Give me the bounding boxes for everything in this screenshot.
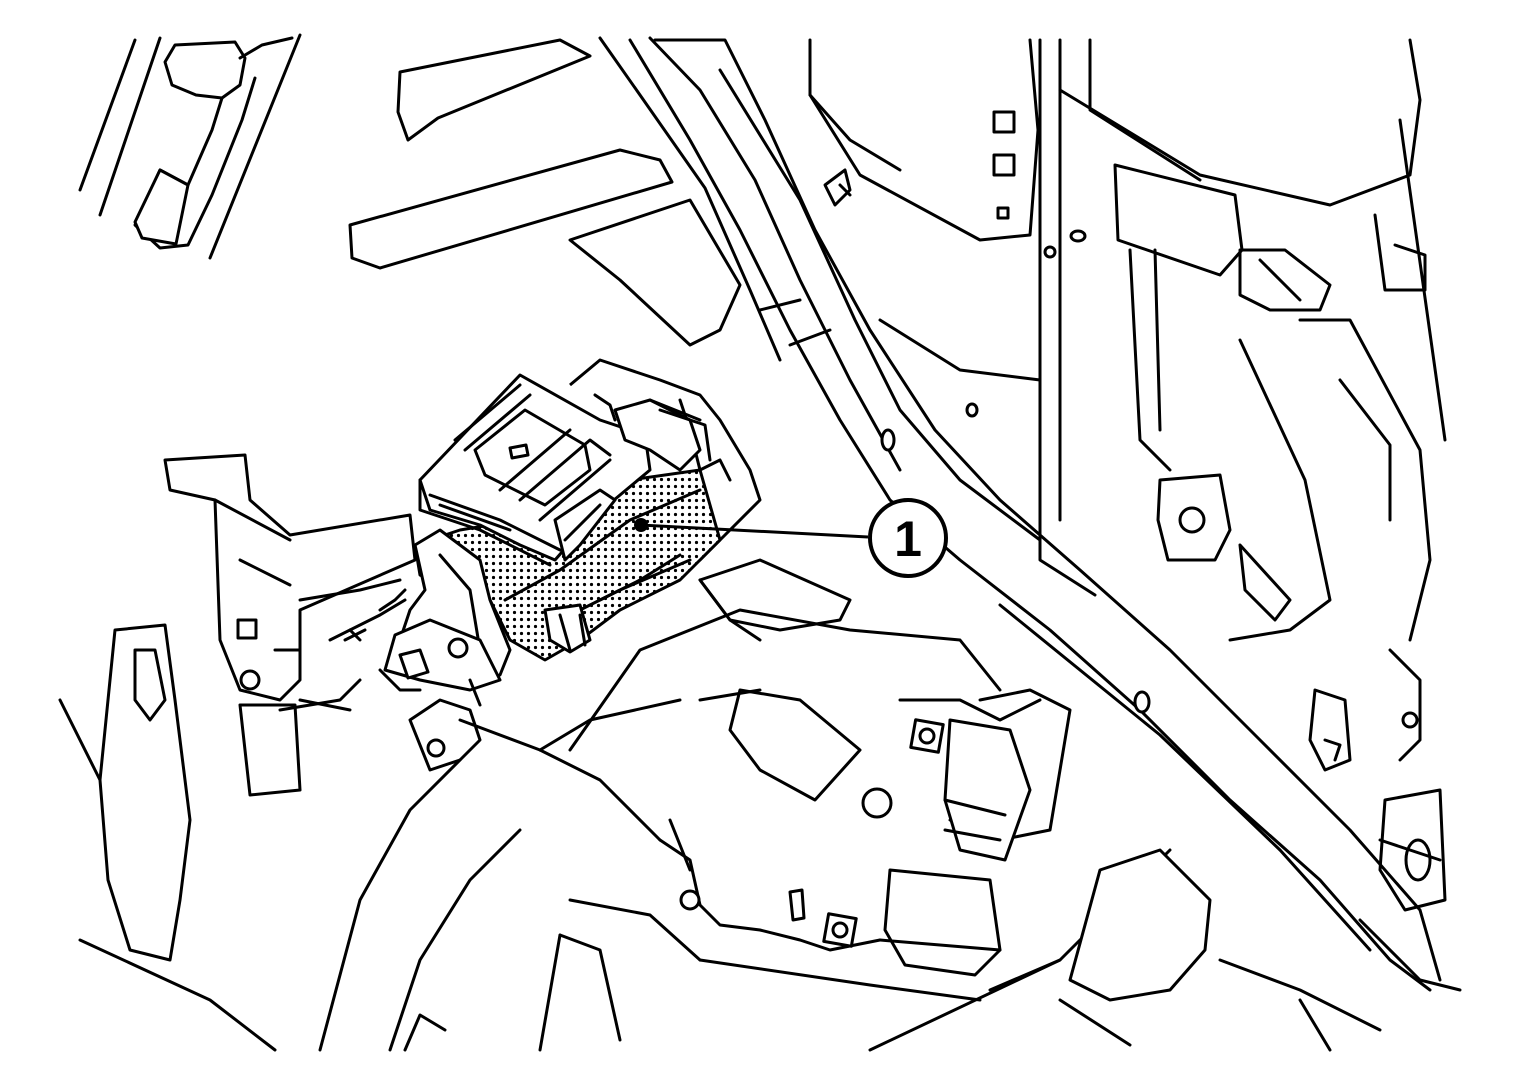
callout-1-leader [639,523,869,539]
control-unit-connector [298,358,762,707]
main-pillar-beam [628,38,1442,992]
upper-rails [348,36,902,472]
right-lower-panel [1133,688,1447,912]
upper-left-bracket [78,33,302,260]
lower-left-panel [58,623,522,1052]
callout-1-leader-dot [634,518,648,532]
left-mounting-bracket [163,453,417,797]
upper-right-panel [808,38,1447,762]
callout-1-label: 1 [894,511,922,567]
callout-1: 1 [868,498,948,578]
floor-tray [408,558,1462,1052]
